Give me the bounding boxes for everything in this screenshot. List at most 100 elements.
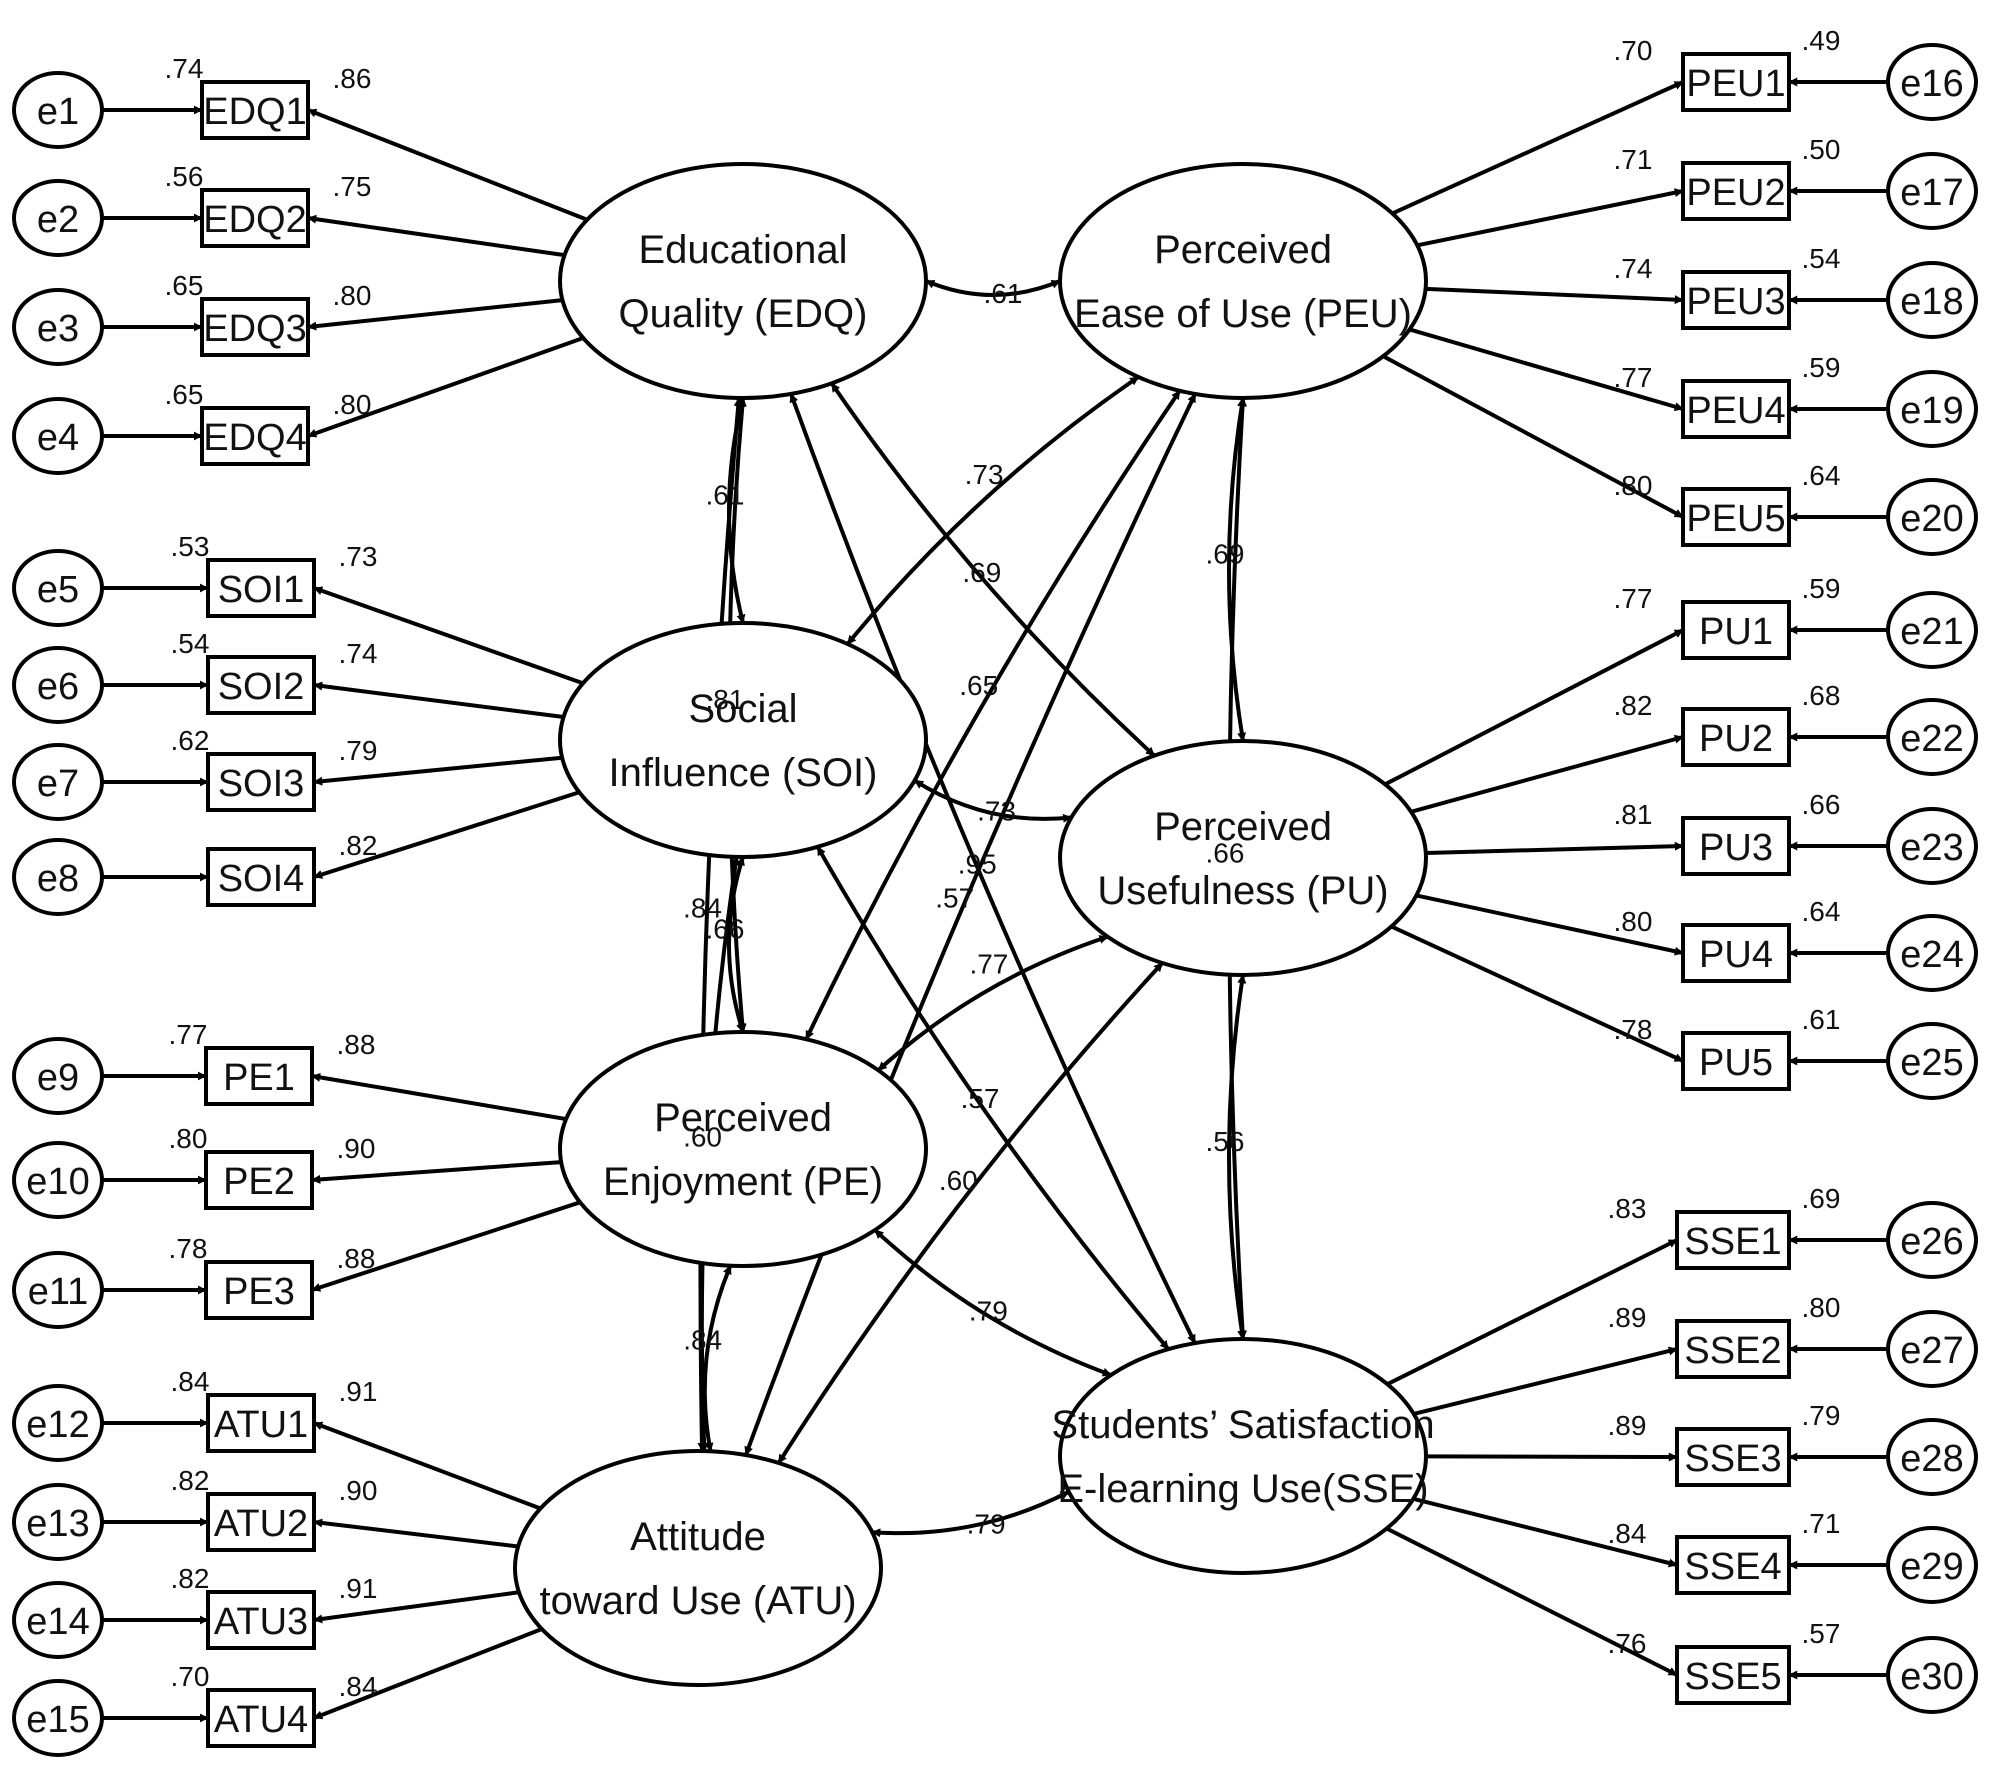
correlation-peu-pu-value: .69	[1206, 539, 1245, 570]
loading-soi1-arrow	[313, 586, 584, 686]
error-e14-label: e14	[26, 1601, 89, 1643]
loading-pe1-arrow	[311, 1072, 567, 1122]
construct-atu-label-line: toward Use (ATU)	[539, 1579, 856, 1623]
correlation-pu-atu-arrow	[776, 961, 1164, 1465]
loading-pu3-value: .81	[1614, 799, 1653, 830]
loading-sse3-value: .89	[1608, 1410, 1647, 1441]
error-e19-label: e19	[1900, 390, 1963, 432]
error-e16-label: e16	[1900, 63, 1963, 105]
indicator-edq1-label: EDQ1	[203, 91, 306, 133]
loading-pu2-arrow	[1410, 734, 1684, 814]
loading-atu4-arrow	[313, 1627, 543, 1720]
r2-sse3-value: .79	[1802, 1400, 1841, 1431]
indicator-atu3-label: ATU3	[214, 1601, 308, 1643]
loading-peu5-value: .80	[1614, 470, 1653, 501]
indicator-sse5-box	[1675, 1645, 1791, 1705]
correlation-peu-soi-value: .73	[965, 459, 1004, 490]
loading-atu2-value: .90	[339, 1475, 378, 1506]
loading-atu3-value: .91	[339, 1573, 378, 1604]
indicator-edq1-box	[200, 80, 310, 140]
correlation-peu-pe-value: .65	[959, 670, 998, 701]
error-e21-circle	[1886, 591, 1978, 669]
construct-sse-label-line: E-learning Use(SSE)	[1057, 1467, 1428, 1511]
r2-peu3-value: .54	[1802, 243, 1841, 274]
indicator-atu4-box	[206, 1688, 316, 1748]
construct-pu-label-line: Usefulness (PU)	[1097, 869, 1388, 913]
correlation-edq-sse-value: .95	[958, 848, 997, 879]
error-e3-label: e3	[37, 308, 79, 350]
indicator-edq2-box	[200, 188, 310, 248]
loading-atu3-arrow	[313, 1590, 520, 1624]
correlation-atu-sse-value: .79	[967, 1508, 1006, 1539]
error-e24-label: e24	[1900, 934, 1963, 976]
construct-peu-ellipse	[1058, 162, 1428, 400]
indicator-pu3-box	[1681, 816, 1791, 876]
correlation-edq-pe-value: .81	[706, 684, 745, 715]
error-e23-circle	[1886, 807, 1978, 885]
r2-peu2-value: .50	[1802, 134, 1841, 165]
indicator-peu5-box	[1681, 487, 1791, 547]
indicator-soi4-label: SOI4	[218, 858, 305, 900]
loading-sse2-value: .89	[1608, 1302, 1647, 1333]
error-e5-circle	[12, 549, 104, 627]
error-e26-label: e26	[1900, 1221, 1963, 1263]
loading-pu2-value: .82	[1614, 690, 1653, 721]
indicator-pu3-label: PU3	[1699, 827, 1773, 869]
loading-peu1-value: .70	[1614, 35, 1653, 66]
correlation-atu-sse-arrow	[871, 1490, 1070, 1538]
r2-sse4-value: .71	[1802, 1508, 1841, 1539]
indicator-peu1-label: PEU1	[1686, 63, 1785, 105]
loading-sse1-arrow	[1386, 1238, 1678, 1386]
error-e17-circle	[1886, 152, 1978, 230]
r2-pu1-value: .59	[1802, 573, 1841, 604]
indicator-pu1-label: PU1	[1699, 611, 1773, 653]
error-e25-label: e25	[1900, 1042, 1963, 1084]
indicator-pe1-box	[204, 1046, 314, 1106]
r2-sse1-value: .69	[1802, 1183, 1841, 1214]
correlation-pu-sse-arrow	[1227, 974, 1247, 1340]
correlation-peu-atu-value: .57	[935, 883, 974, 914]
error-e26-circle	[1886, 1201, 1978, 1279]
indicator-pe3-box	[204, 1260, 314, 1320]
error-e1-label: e1	[37, 91, 79, 133]
indicator-peu2-label: PEU2	[1686, 172, 1785, 214]
loading-pu5-value: .78	[1614, 1014, 1653, 1045]
construct-pe-label-line: Perceived	[654, 1096, 832, 1140]
correlation-pe-sse-value: .79	[969, 1295, 1008, 1326]
error-e18-circle	[1886, 261, 1978, 339]
r2-pe3-value: .78	[169, 1233, 208, 1264]
error-e12-circle	[12, 1384, 104, 1462]
indicator-atu3-box	[206, 1590, 316, 1650]
indicator-sse1-box	[1675, 1210, 1791, 1270]
loading-soi2-value: .74	[339, 638, 378, 669]
loading-edq2-value: .75	[333, 171, 372, 202]
r2-edq3-value: .65	[165, 270, 204, 301]
r2-atu3-value: .82	[171, 1563, 210, 1594]
r2-soi1-value: .53	[171, 531, 210, 562]
indicator-peu4-box	[1681, 379, 1791, 439]
indicator-atu2-label: ATU2	[214, 1503, 308, 1545]
indicator-peu4-label: PEU4	[1686, 390, 1785, 432]
correlation-edq-soi-value: .61	[706, 480, 745, 511]
error-e22-circle	[1886, 698, 1978, 776]
loading-pe2-arrow	[311, 1160, 562, 1184]
indicator-edq3-box	[200, 297, 310, 357]
loading-edq1-arrow	[307, 108, 588, 222]
error-e9-circle	[12, 1037, 104, 1115]
error-e5-label: e5	[37, 569, 79, 611]
loading-peu2-value: .71	[1614, 144, 1653, 175]
indicator-pu2-label: PU2	[1699, 718, 1773, 760]
loading-peu5-arrow	[1382, 354, 1684, 519]
error-e8-circle	[12, 838, 104, 916]
indicator-edq2-label: EDQ2	[203, 199, 306, 241]
indicator-soi1-label: SOI1	[218, 569, 305, 611]
error-e17-label: e17	[1900, 172, 1963, 214]
error-e28-label: e28	[1900, 1438, 1963, 1480]
loading-soi3-value: .79	[339, 735, 378, 766]
error-e12-label: e12	[26, 1404, 89, 1446]
loading-peu2-arrow	[1416, 188, 1684, 248]
indicator-peu3-box	[1681, 270, 1791, 330]
loading-edq3-arrow	[307, 298, 563, 331]
loading-sse2-arrow	[1413, 1346, 1678, 1416]
construct-sse-label-line: Students’ Satisfaction	[1051, 1403, 1434, 1447]
